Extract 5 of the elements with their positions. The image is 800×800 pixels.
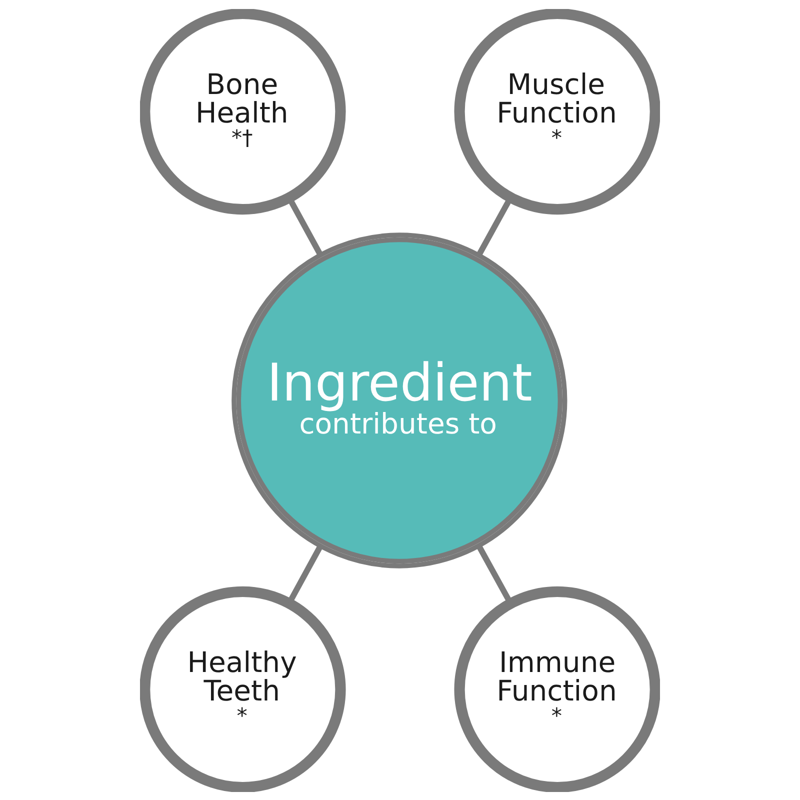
node-circle: Bone Health *† [140, 8, 346, 214]
node-circle: Ingredient contributes to [232, 232, 568, 568]
node-circle: Healthy Teeth * [140, 586, 346, 792]
node-circle: Immune Function * [454, 586, 660, 792]
node-circle: Muscle Function * [454, 8, 660, 214]
